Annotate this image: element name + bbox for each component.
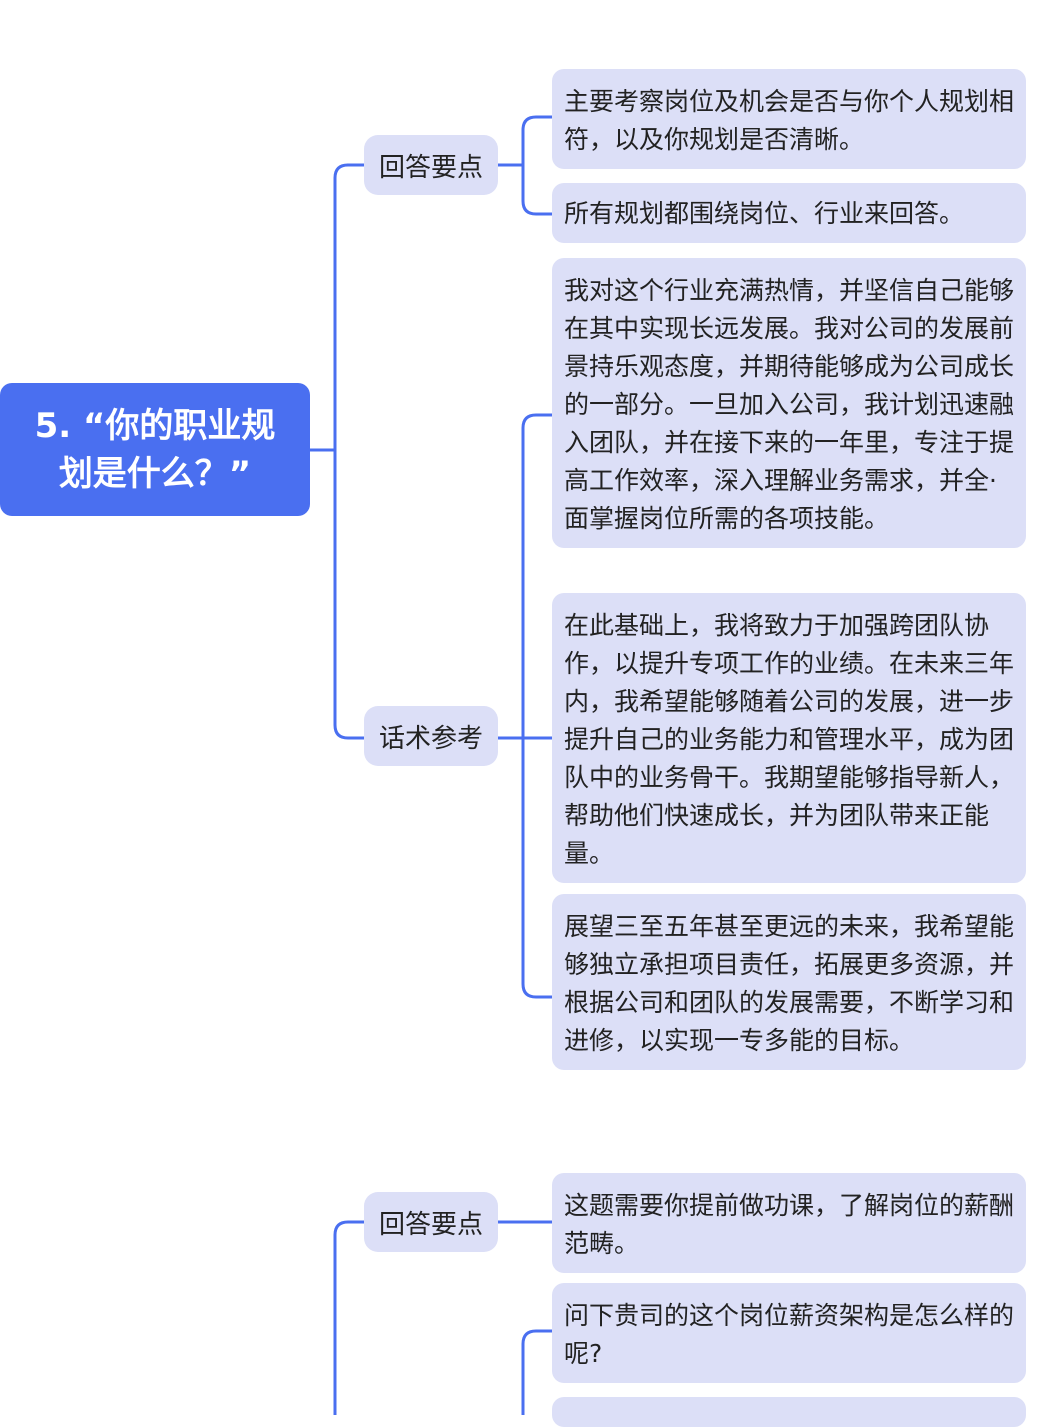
root-node[interactable]: 5. “你的职业规划是什么？” bbox=[0, 383, 310, 516]
connector-branch-4-leaves bbox=[521, 1329, 554, 1415]
branch-answer-points-2[interactable]: 回答要点 bbox=[364, 1192, 498, 1252]
root-title: 5. “你的职业规划是什么？” bbox=[34, 405, 276, 494]
connector-spine-lower bbox=[333, 1220, 366, 1415]
leaf-node[interactable]: 这题需要你提前做功课，了解岗位的薪酬范畴。 bbox=[552, 1173, 1026, 1273]
leaf-node[interactable]: 问下贵司的这个岗位薪资架构是怎么样的呢? bbox=[552, 1283, 1026, 1383]
leaf-node[interactable]: 主要考察岗位及机会是否与你个人规划相符，以及你规划是否清晰。 bbox=[552, 69, 1026, 169]
branch-answer-points[interactable]: 回答要点 bbox=[364, 135, 498, 195]
connector-branch-1-leaves bbox=[521, 115, 554, 216]
leaf-node[interactable]: 所有规划都围绕岗位、行业来回答。 bbox=[552, 183, 1026, 243]
leaf-node[interactable]: 我对这个行业充满热情，并坚信自己能够在其中实现长远发展。我对公司的发展前景持乐观… bbox=[552, 258, 1026, 548]
leaf-node[interactable]: 展望三至五年甚至更远的未来，我希望能够独立承担项目责任，拓展更多资源，并根据公司… bbox=[552, 894, 1026, 1070]
branch-script-reference[interactable]: 话术参考 bbox=[364, 706, 498, 766]
leaf-node-partial[interactable] bbox=[552, 1397, 1026, 1427]
connector-branch-2-leaves bbox=[521, 413, 554, 999]
connector-spine-upper bbox=[333, 163, 366, 740]
leaf-node[interactable]: 在此基础上，我将致力于加强跨团队协作，以提升专项工作的业绩。在未来三年内，我希望… bbox=[552, 593, 1026, 883]
